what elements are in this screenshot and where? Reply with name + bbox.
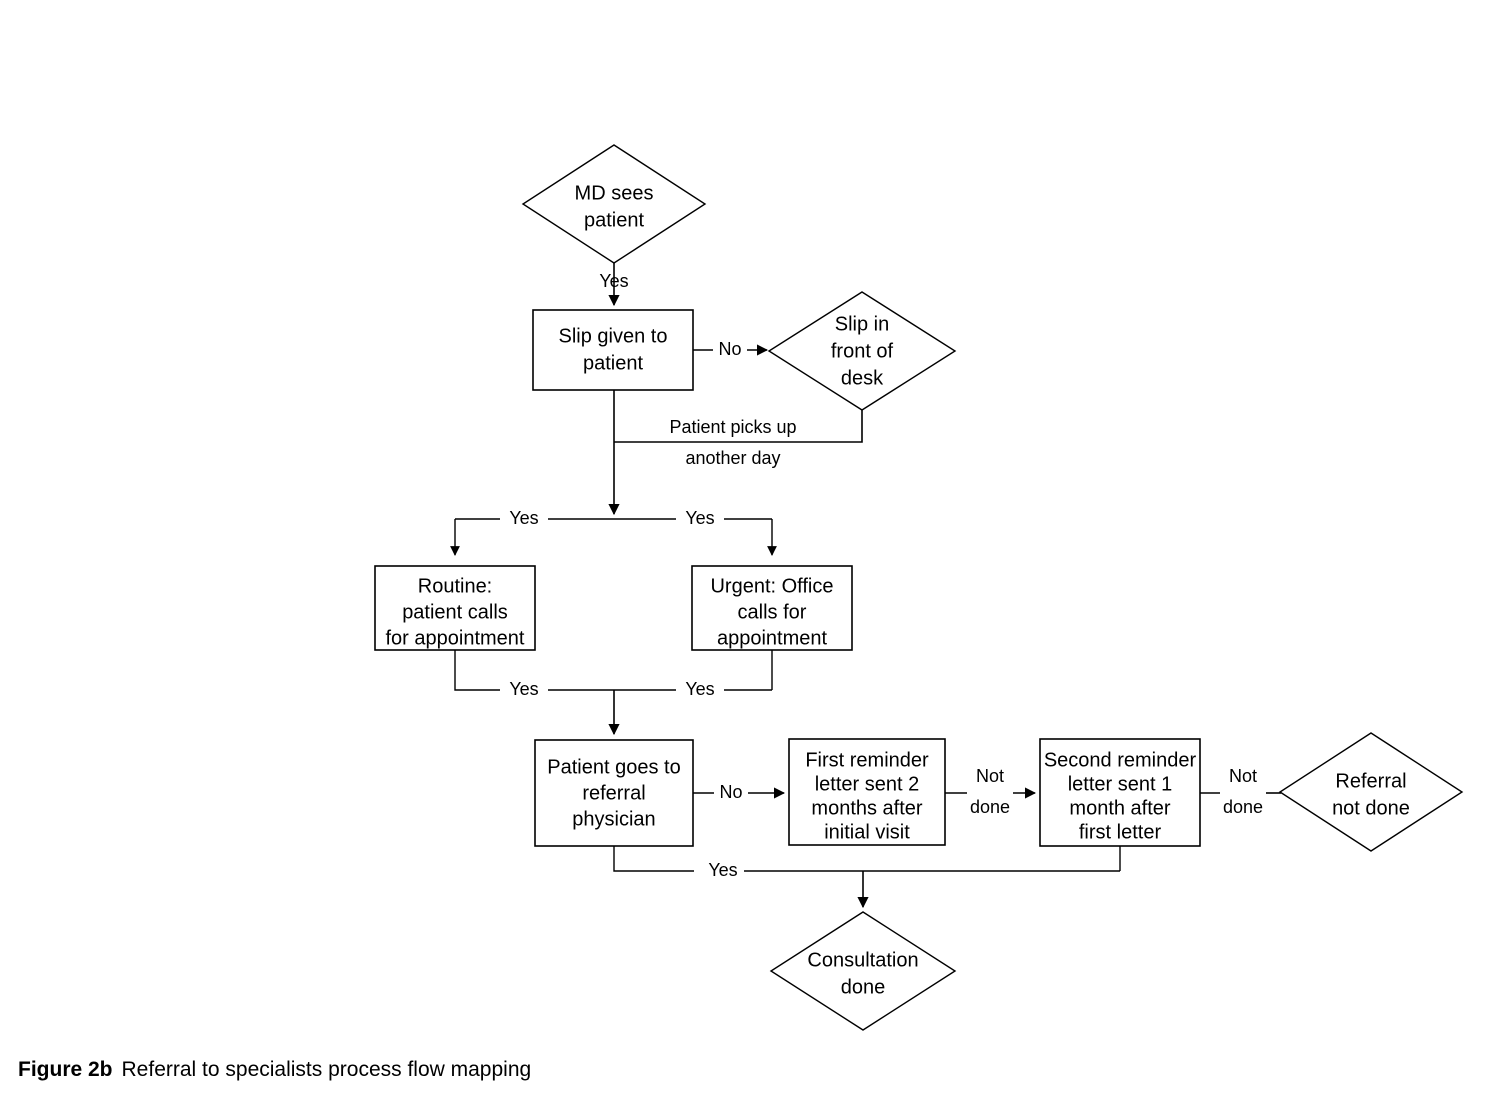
flowchart-canvas: Yes No Patient picks up another day Yes … bbox=[374, 144, 1464, 1031]
edge-label-yes-md: Yes bbox=[599, 271, 628, 291]
node-second-letter-line-3: month after bbox=[1069, 797, 1171, 819]
node-slip-given-line-1: Slip given to bbox=[559, 325, 668, 347]
node-first-letter-line-3: months after bbox=[811, 797, 923, 819]
edge-merge-bar: Yes Yes bbox=[454, 650, 773, 736]
node-referral-not-done[interactable]: Referral not done bbox=[1278, 732, 1464, 852]
node-urgent-line-3: appointment bbox=[717, 627, 828, 649]
edge-md-to-slip: Yes bbox=[599, 263, 629, 307]
node-urgent-line-2: calls for bbox=[738, 601, 807, 623]
node-referral-line-2: referral bbox=[582, 782, 645, 804]
node-consultation-done[interactable]: Consultation done bbox=[769, 911, 957, 1031]
edge-label-another-day: another day bbox=[685, 448, 780, 468]
node-slip-given-to-patient[interactable]: Slip given to patient bbox=[532, 309, 694, 391]
node-md-sees-patient-line-2: patient bbox=[584, 209, 644, 231]
node-referral-not-done-line-2: not done bbox=[1332, 797, 1410, 819]
edge-desk-return: Patient picks up another day bbox=[614, 410, 863, 468]
node-slip-desk-line-2: front of bbox=[831, 340, 894, 362]
edge-label-yes-consultation: Yes bbox=[708, 860, 737, 880]
node-consultation-done-line-1: Consultation bbox=[807, 949, 918, 971]
edge-label-done-first: done bbox=[970, 797, 1010, 817]
edge-label-done-second: done bbox=[1223, 797, 1263, 817]
edge-label-yes-routine-merge: Yes bbox=[509, 679, 538, 699]
node-first-letter-line-1: First reminder bbox=[805, 749, 929, 771]
node-routine-line-3: for appointment bbox=[386, 627, 525, 649]
edge-split-bar: Yes Yes bbox=[450, 508, 777, 556]
edge-referral-to-first-letter: No bbox=[693, 782, 786, 802]
node-patient-goes-to-referral-physician[interactable]: Patient goes to referral physician bbox=[534, 739, 694, 847]
edge-second-to-referral-not-done: Not done bbox=[1200, 766, 1281, 817]
edge-label-not-first: Not bbox=[976, 766, 1004, 786]
node-slip-in-front-of-desk[interactable]: Slip in front of desk bbox=[767, 291, 957, 411]
figure-caption-text: Referral to specialists process flow map… bbox=[121, 1058, 532, 1081]
node-second-letter-line-2: letter sent 1 bbox=[1068, 773, 1173, 795]
node-routine-line-2: patient calls bbox=[402, 601, 508, 623]
edge-bottom-merge-to-consultation: Yes bbox=[613, 846, 1121, 909]
figure-caption: Figure 2b Referral to specialists process… bbox=[18, 1058, 531, 1082]
node-first-reminder-letter[interactable]: First reminder letter sent 2 months afte… bbox=[788, 738, 946, 846]
node-second-letter-line-4: first letter bbox=[1079, 821, 1162, 843]
edge-label-yes-urgent-branch: Yes bbox=[685, 508, 714, 528]
edge-label-no-slip: No bbox=[718, 339, 741, 359]
node-second-letter-line-1: Second reminder bbox=[1044, 749, 1197, 771]
edge-label-patient-picks-up: Patient picks up bbox=[669, 417, 796, 437]
node-slip-desk-line-1: Slip in bbox=[835, 313, 889, 335]
edge-label-yes-routine-branch: Yes bbox=[509, 508, 538, 528]
node-first-letter-line-4: initial visit bbox=[824, 821, 910, 843]
edge-slip-to-desk: No bbox=[693, 339, 769, 359]
node-referral-line-1: Patient goes to bbox=[547, 756, 680, 778]
node-md-sees-patient-line-1: MD sees bbox=[575, 182, 654, 204]
node-routine-patient-calls[interactable]: Routine: patient calls for appointment bbox=[374, 565, 536, 651]
edge-label-not-second: Not bbox=[1229, 766, 1257, 786]
node-slip-desk-line-3: desk bbox=[841, 367, 884, 389]
node-routine-line-1: Routine: bbox=[418, 575, 493, 597]
node-slip-given-line-2: patient bbox=[583, 352, 643, 374]
node-consultation-done-line-2: done bbox=[841, 976, 886, 998]
node-second-reminder-letter[interactable]: Second reminder letter sent 1 month afte… bbox=[1039, 738, 1201, 847]
edge-label-yes-urgent-merge: Yes bbox=[685, 679, 714, 699]
node-referral-not-done-line-1: Referral bbox=[1335, 770, 1406, 792]
node-urgent-office-calls[interactable]: Urgent: Office calls for appointment bbox=[691, 565, 853, 651]
figure-caption-label: Figure 2b bbox=[18, 1058, 113, 1081]
node-referral-line-3: physician bbox=[572, 808, 655, 830]
node-md-sees-patient[interactable]: MD sees patient bbox=[521, 144, 707, 264]
node-first-letter-line-2: letter sent 2 bbox=[815, 773, 920, 795]
node-urgent-line-1: Urgent: Office bbox=[710, 575, 833, 597]
edge-label-no-referral: No bbox=[719, 782, 742, 802]
edge-first-to-second-letter: Not done bbox=[945, 766, 1037, 817]
